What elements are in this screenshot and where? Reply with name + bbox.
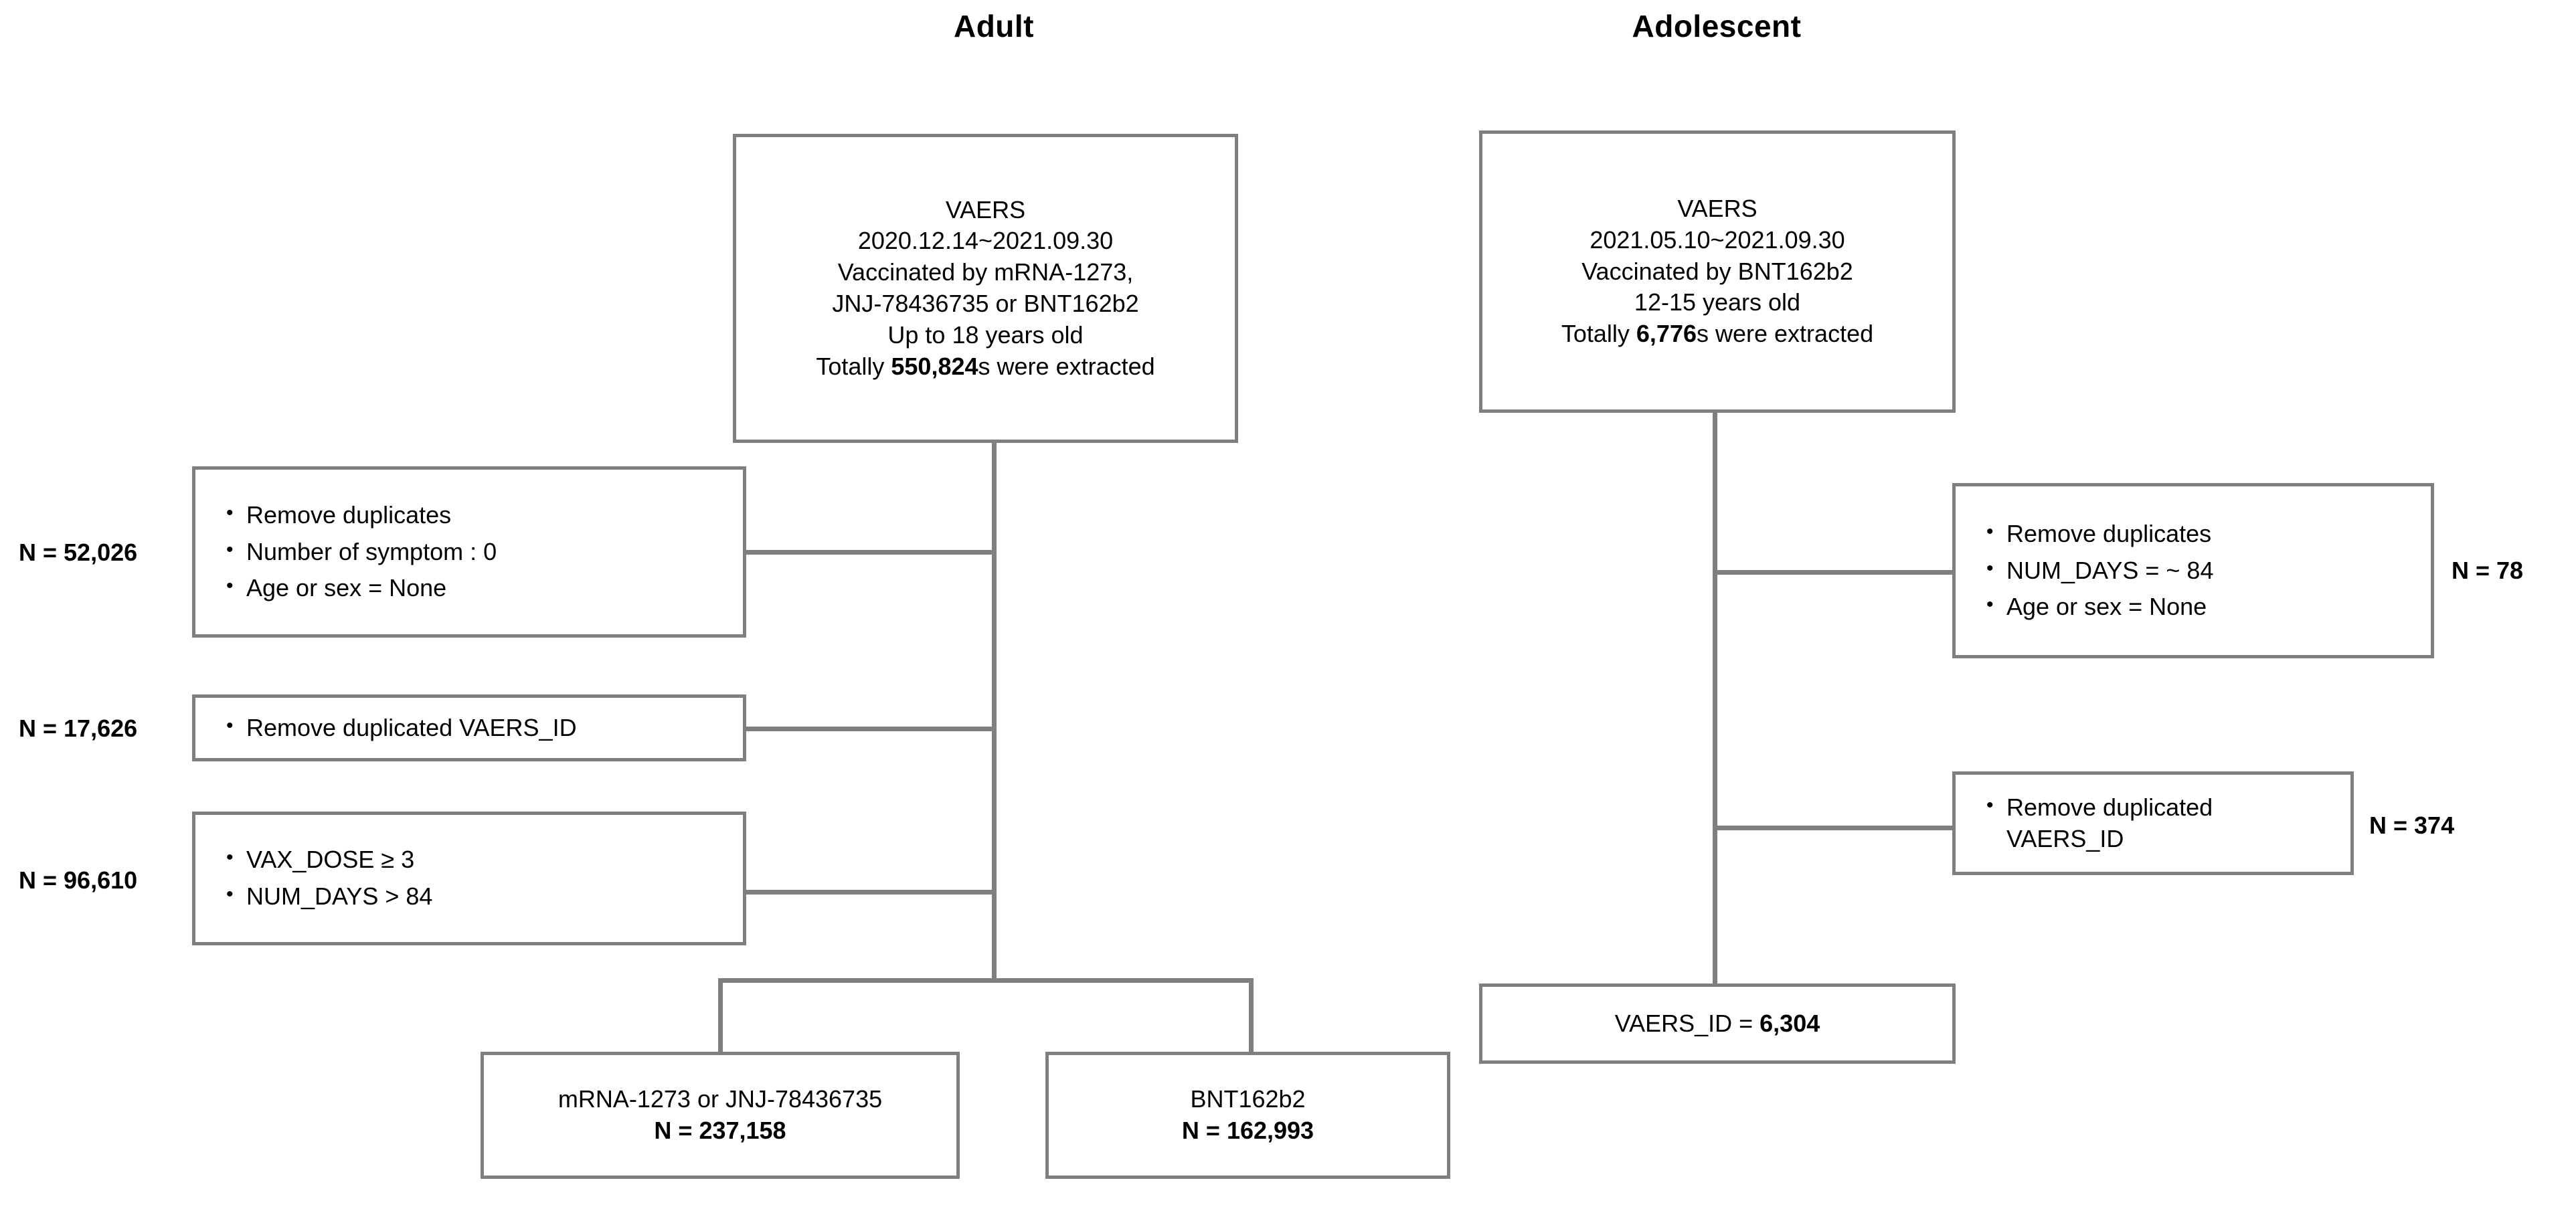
adult-exclusion-connector-1 xyxy=(742,550,995,555)
bullet-icon: • xyxy=(226,714,234,737)
adolescent-result-box: VAERS_ID = 6,304 xyxy=(1479,983,1956,1064)
adolescent-total-value: 6,776 xyxy=(1636,320,1697,348)
adolescent-source-box: VAERS 2021.05.10~2021.09.30 Vaccinated b… xyxy=(1479,130,1956,413)
adolescent-exclusion-box-2: • Remove duplicated VAERS_ID xyxy=(1952,771,2354,875)
adult-exclusion-connector-2 xyxy=(742,727,995,731)
adult-source-line-0: VAERS xyxy=(945,195,1026,223)
adult-total-value: 550,824 xyxy=(891,352,978,380)
adult-source-line-4: Up to 18 years old xyxy=(887,320,1084,349)
bullet-icon: • xyxy=(1986,557,1994,579)
adult-result-box-1: mRNA-1273 or JNJ-78436735 N = 237,158 xyxy=(481,1052,960,1179)
adult-split-leg-left xyxy=(718,978,723,1055)
adult-total-prefix: Totally xyxy=(816,352,891,380)
bullet-icon: • xyxy=(1986,520,1994,543)
adult-trunk-line xyxy=(992,438,997,980)
adult-exclusion-2-n-label: N = 17,626 xyxy=(19,715,138,742)
adult-source-line-3: JNJ-78436735 or BNT162b2 xyxy=(832,290,1139,317)
adolescent-total-suffix: s were extracted xyxy=(1697,320,1874,348)
adult-exclusion-1-item-1: • Number of symptom : 0 xyxy=(226,537,497,565)
adolescent-source-line-3: 12-15 years old xyxy=(1634,288,1801,316)
bullet-icon: • xyxy=(226,846,234,869)
adolescent-source-line-1: 2021.05.10~2021.09.30 xyxy=(1590,225,1845,254)
adult-source-box: VAERS 2020.12.14~2021.09.30 Vaccinated b… xyxy=(733,134,1238,443)
adult-exclusion-1-item-2: • Age or sex = None xyxy=(226,574,447,602)
adolescent-source-total: Totally 6,776s were extracted xyxy=(1561,318,1873,350)
adolescent-exclusion-1-item-0: • Remove duplicates xyxy=(1986,519,2212,547)
adolescent-exclusion-2-n-label: N = 374 xyxy=(2369,812,2455,839)
adolescent-exclusion-1-n-label: N = 78 xyxy=(2452,557,2524,584)
adult-exclusion-box-1: • Remove duplicates • Number of symptom … xyxy=(192,466,746,638)
adult-exclusion-box-3: • VAX_DOSE ≥ 3 • NUM_DAYS > 84 xyxy=(192,812,746,945)
adult-exclusion-3-item-1: • NUM_DAYS > 84 xyxy=(226,882,433,910)
adult-exclusion-2-item-0: • Remove duplicated VAERS_ID xyxy=(226,713,577,741)
adult-total-suffix: s were extracted xyxy=(978,352,1155,380)
adult-source-line-2: Vaccinated by mRNA-1273, xyxy=(837,258,1134,286)
bullet-icon: • xyxy=(226,501,234,524)
adult-result-1-title: mRNA-1273 or JNJ-78436735 xyxy=(557,1085,883,1113)
adolescent-exclusion-1-item-2: • Age or sex = None xyxy=(1986,593,2207,621)
adult-source-line-1: 2020.12.14~2021.09.30 xyxy=(857,227,1114,255)
adult-exclusion-1-n-label: N = 52,026 xyxy=(19,539,138,566)
adult-result-box-2: BNT162b2 N = 162,993 xyxy=(1045,1052,1450,1179)
adolescent-source-line-2: Vaccinated by BNT162b2 xyxy=(1581,257,1853,285)
bullet-icon: • xyxy=(226,538,234,561)
adult-source-total: Totally 550,824s were extracted xyxy=(816,351,1154,383)
adult-result-2-title: BNT162b2 xyxy=(1190,1085,1306,1113)
adolescent-exclusion-connector-2 xyxy=(1713,826,1956,830)
adult-split-bar xyxy=(718,978,1254,983)
adolescent-total-prefix: Totally xyxy=(1561,320,1636,348)
adolescent-result-value: 6,304 xyxy=(1759,1009,1820,1037)
adult-result-2-n-label: N = 162,993 xyxy=(1181,1117,1314,1144)
bullet-icon: • xyxy=(1986,793,1994,816)
bullet-icon: • xyxy=(226,883,234,905)
column-header-adolescent: Adolescent xyxy=(1632,9,1802,43)
adult-result-1-n-label: N = 237,158 xyxy=(654,1117,786,1144)
adolescent-source-line-0: VAERS xyxy=(1677,195,1757,222)
adolescent-exclusion-box-1: • Remove duplicates • NUM_DAYS = ~ 84 • … xyxy=(1952,483,2434,658)
adolescent-result-label: VAERS_ID = 6,304 xyxy=(1615,1008,1820,1040)
adult-split-leg-right xyxy=(1249,978,1254,1055)
adolescent-exclusion-connector-1 xyxy=(1713,570,1956,575)
adolescent-exclusion-2-item-0: • Remove duplicated VAERS_ID xyxy=(1986,793,2213,852)
adolescent-result-prefix: VAERS_ID = xyxy=(1614,1009,1760,1037)
bullet-icon: • xyxy=(1986,593,1994,616)
adolescent-trunk-line xyxy=(1713,408,1717,987)
adult-exclusion-connector-3 xyxy=(742,890,995,895)
bullet-icon: • xyxy=(226,575,234,597)
adolescent-exclusion-1-item-1: • NUM_DAYS = ~ 84 xyxy=(1986,556,2214,584)
column-header-adult: Adult xyxy=(953,9,1034,43)
adult-exclusion-3-n-label: N = 96,610 xyxy=(19,866,138,894)
adult-exclusion-1-item-0: • Remove duplicates xyxy=(226,500,452,529)
adult-exclusion-3-item-0: • VAX_DOSE ≥ 3 xyxy=(226,846,415,874)
adult-exclusion-box-2: • Remove duplicated VAERS_ID xyxy=(192,694,746,761)
